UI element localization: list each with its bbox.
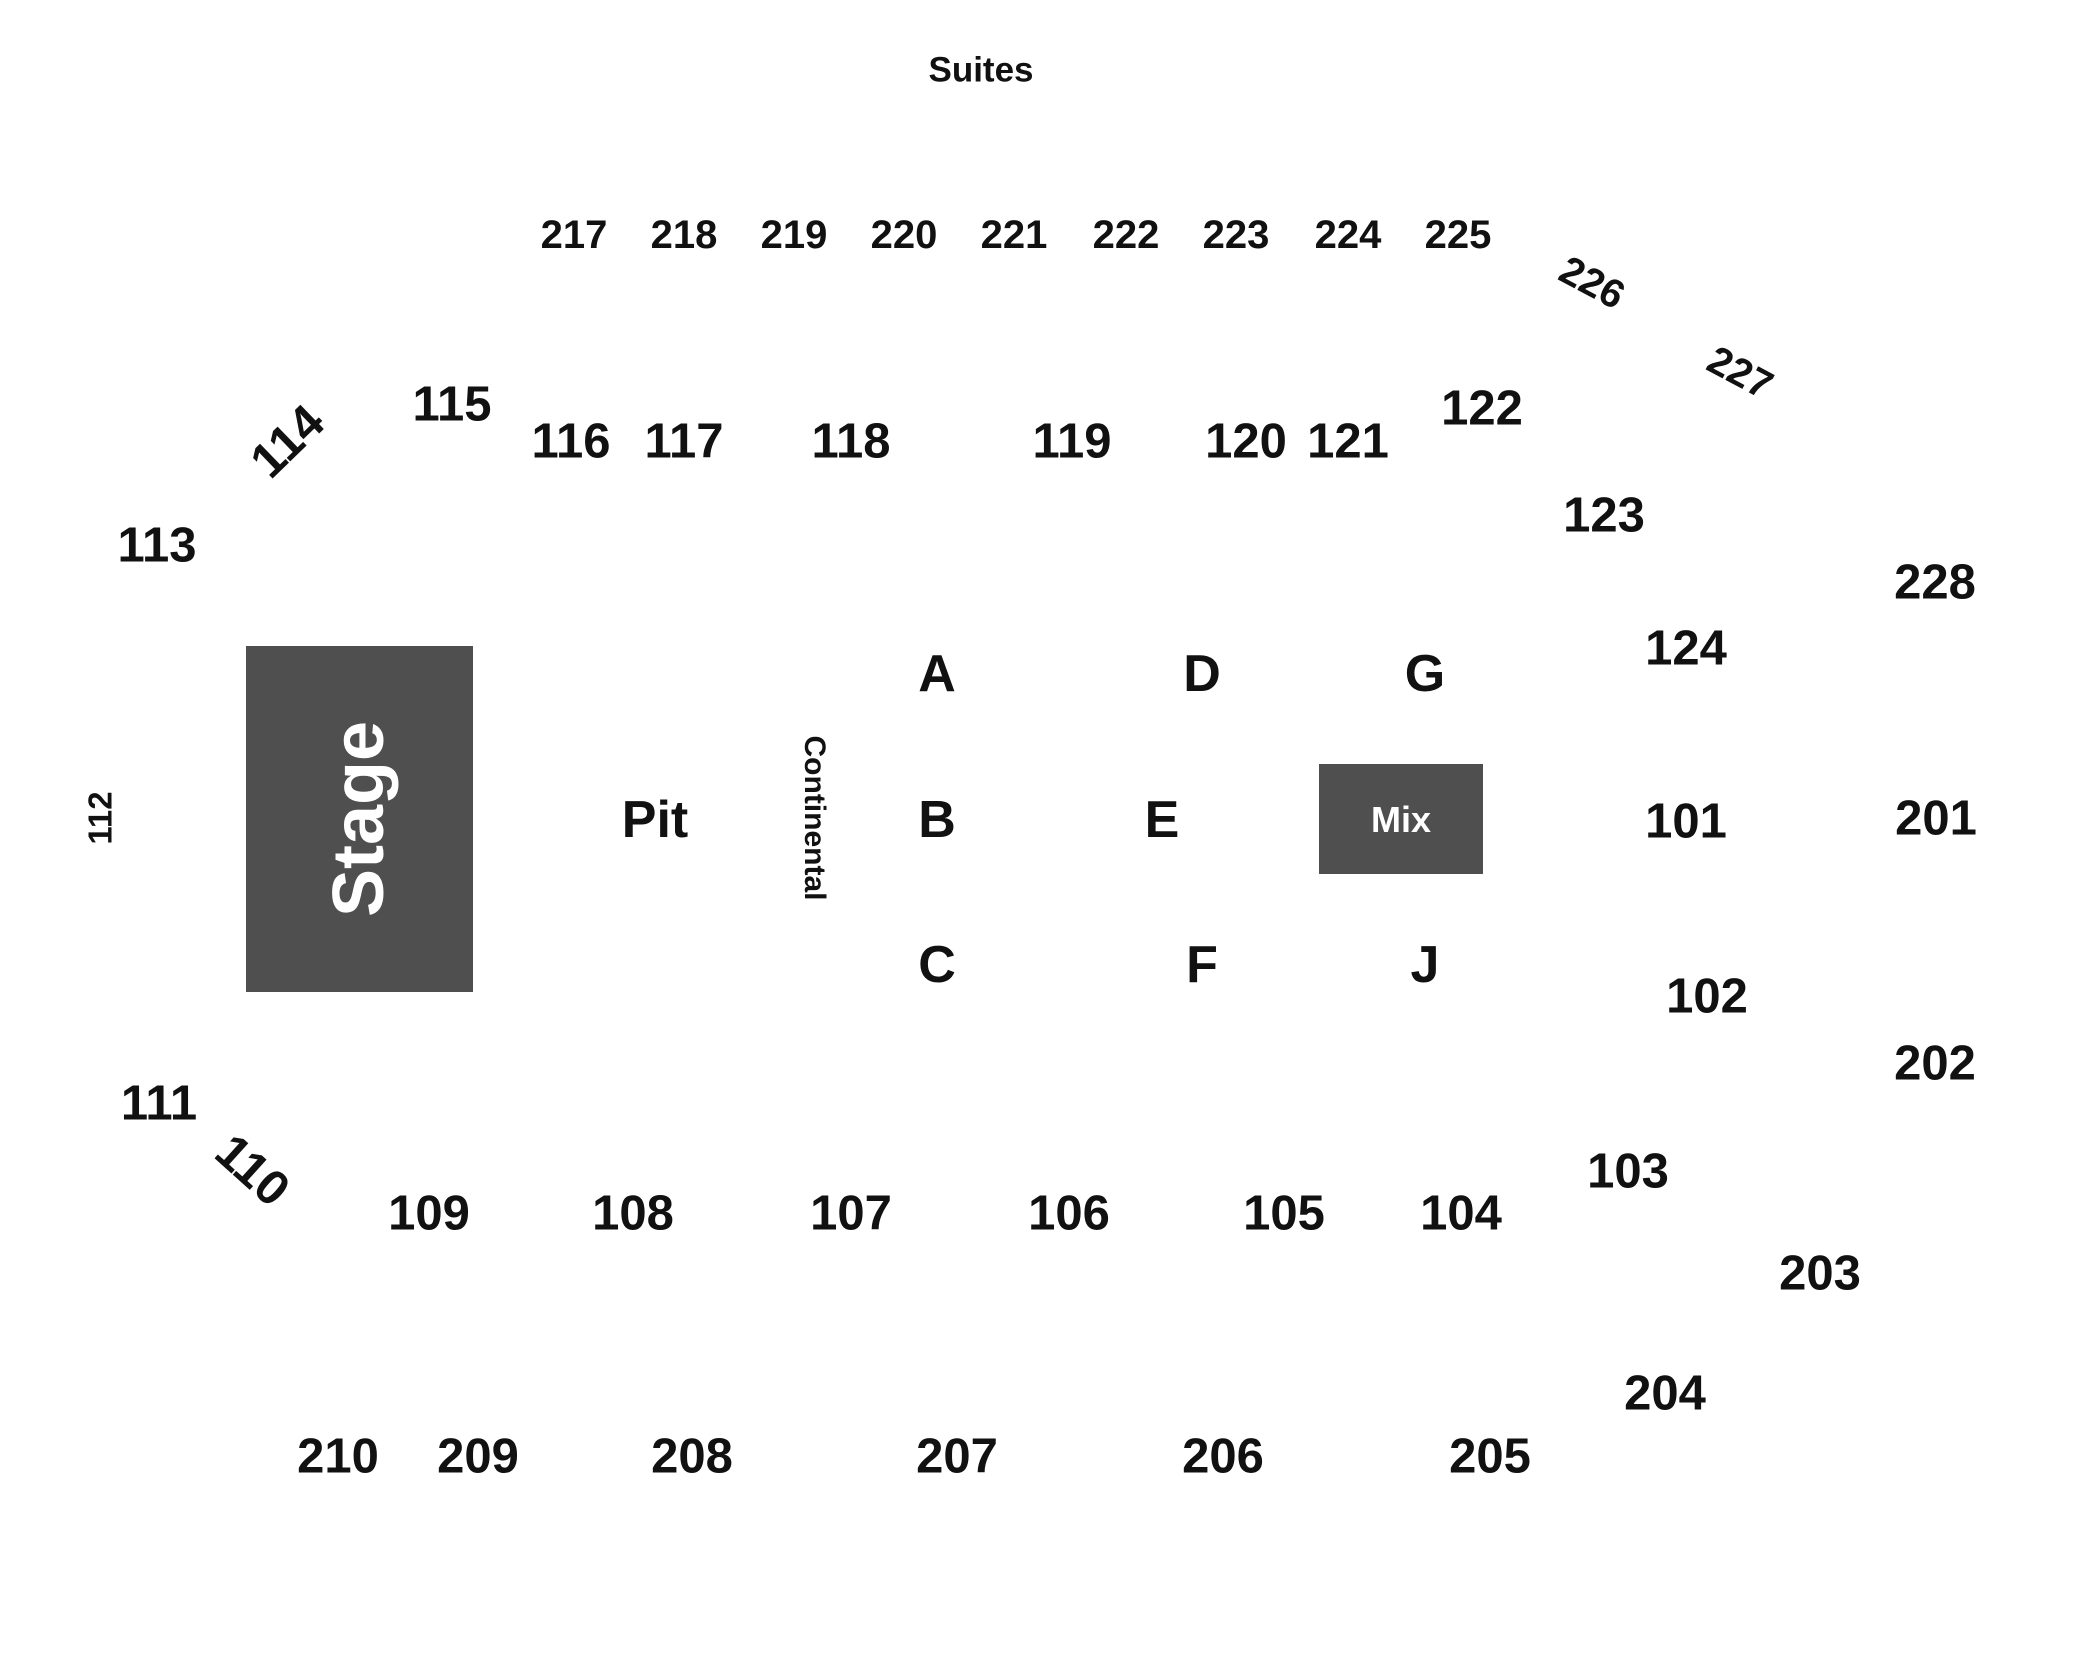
section-109[interactable]: 109	[388, 1186, 470, 1241]
suites-title: Suites	[928, 50, 1034, 90]
section-119[interactable]: 119	[1032, 414, 1112, 469]
stage-label: Stage	[319, 720, 399, 918]
floor-section-e[interactable]: E	[1144, 791, 1180, 849]
section-225[interactable]: 225	[1424, 213, 1492, 257]
floor-section-g[interactable]: G	[1404, 645, 1446, 703]
mix-block: Mix	[1319, 764, 1483, 874]
section-210[interactable]: 210	[297, 1429, 379, 1484]
section-118[interactable]: 118	[811, 414, 891, 469]
section-223[interactable]: 223	[1202, 213, 1270, 257]
section-218[interactable]: 218	[650, 213, 718, 257]
floor-section-c[interactable]: C	[918, 936, 956, 994]
section-206[interactable]: 206	[1182, 1429, 1264, 1484]
section-121[interactable]: 121	[1307, 414, 1389, 469]
floor-section-d[interactable]: D	[1183, 645, 1221, 703]
section-122[interactable]: 122	[1441, 381, 1523, 436]
section-224[interactable]: 224	[1314, 213, 1382, 257]
section-201[interactable]: 201	[1895, 791, 1977, 846]
section-202[interactable]: 202	[1894, 1036, 1976, 1091]
section-226[interactable]: 226	[1552, 247, 1632, 319]
mix-label: Mix	[1370, 799, 1432, 840]
section-120[interactable]: 120	[1205, 414, 1287, 469]
section-113[interactable]: 113	[117, 518, 197, 573]
section-228[interactable]: 228	[1894, 555, 1976, 610]
section-104[interactable]: 104	[1420, 1186, 1502, 1241]
section-108[interactable]: 108	[592, 1186, 674, 1241]
section-111[interactable]: 111	[120, 1076, 198, 1131]
section-106[interactable]: 106	[1028, 1186, 1110, 1241]
section-112[interactable]: 112	[81, 791, 119, 845]
section-123[interactable]: 123	[1563, 488, 1645, 543]
section-209[interactable]: 209	[437, 1429, 519, 1484]
section-102[interactable]: 102	[1666, 969, 1748, 1024]
section-227[interactable]: 227	[1700, 337, 1780, 409]
section-219[interactable]: 219	[760, 213, 828, 257]
section-110[interactable]: 110	[204, 1124, 300, 1218]
section-114[interactable]: 114	[240, 394, 335, 489]
section-222[interactable]: 222	[1092, 213, 1160, 257]
section-115[interactable]: 115	[412, 377, 492, 432]
floor-section-a[interactable]: A	[918, 645, 956, 703]
section-203[interactable]: 203	[1779, 1246, 1861, 1301]
floor-section-f[interactable]: F	[1186, 936, 1218, 994]
section-103[interactable]: 103	[1587, 1144, 1669, 1199]
floor-section-b[interactable]: B	[918, 791, 956, 849]
section-221[interactable]: 221	[980, 213, 1048, 257]
continental-area[interactable]: Continental	[798, 735, 831, 901]
section-117[interactable]: 117	[644, 414, 724, 469]
section-116[interactable]: 116	[531, 414, 611, 469]
section-105[interactable]: 105	[1243, 1186, 1325, 1241]
section-124[interactable]: 124	[1645, 621, 1727, 676]
section-208[interactable]: 208	[651, 1429, 733, 1484]
section-217[interactable]: 217	[540, 213, 608, 257]
section-220[interactable]: 220	[870, 213, 938, 257]
pit-area[interactable]: Pit	[621, 791, 689, 849]
section-101[interactable]: 101	[1645, 794, 1727, 849]
stage-block: Stage	[246, 646, 473, 992]
section-205[interactable]: 205	[1449, 1429, 1531, 1484]
section-207[interactable]: 207	[916, 1429, 998, 1484]
floor-section-j[interactable]: J	[1410, 936, 1440, 994]
section-107[interactable]: 107	[810, 1186, 892, 1241]
section-204[interactable]: 204	[1624, 1366, 1706, 1421]
